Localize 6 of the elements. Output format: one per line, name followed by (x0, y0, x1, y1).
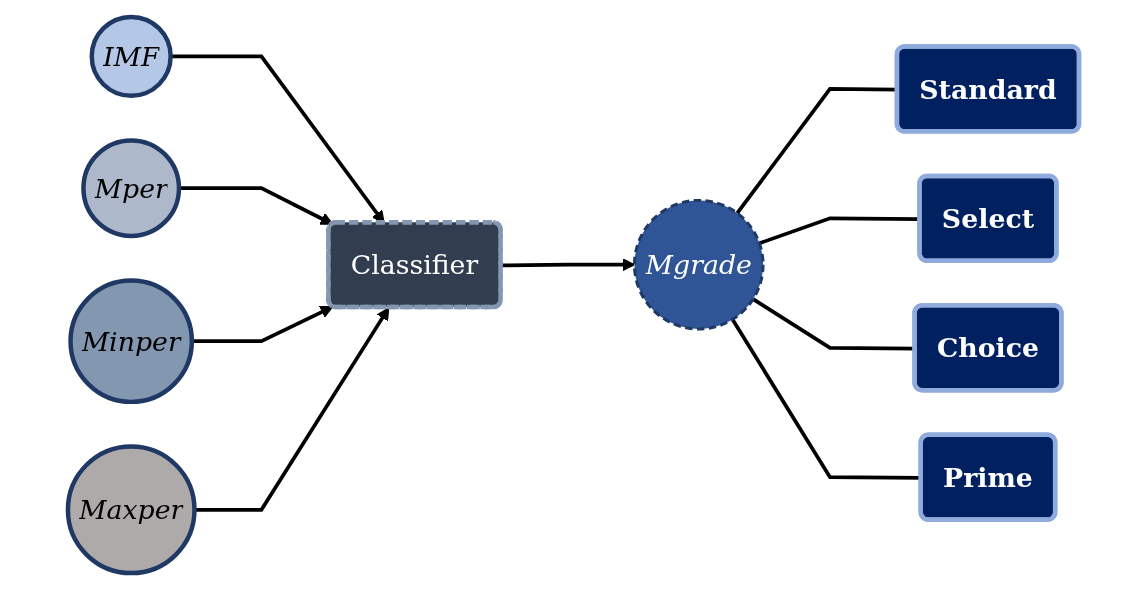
node-circle: Mper (80, 138, 181, 239)
connector (735, 87, 898, 215)
node-circle: Mgrade (632, 198, 765, 331)
node-circle: IMF (89, 14, 173, 98)
node-circle: Minper (67, 278, 194, 405)
node-circle: Maxper (65, 444, 197, 576)
